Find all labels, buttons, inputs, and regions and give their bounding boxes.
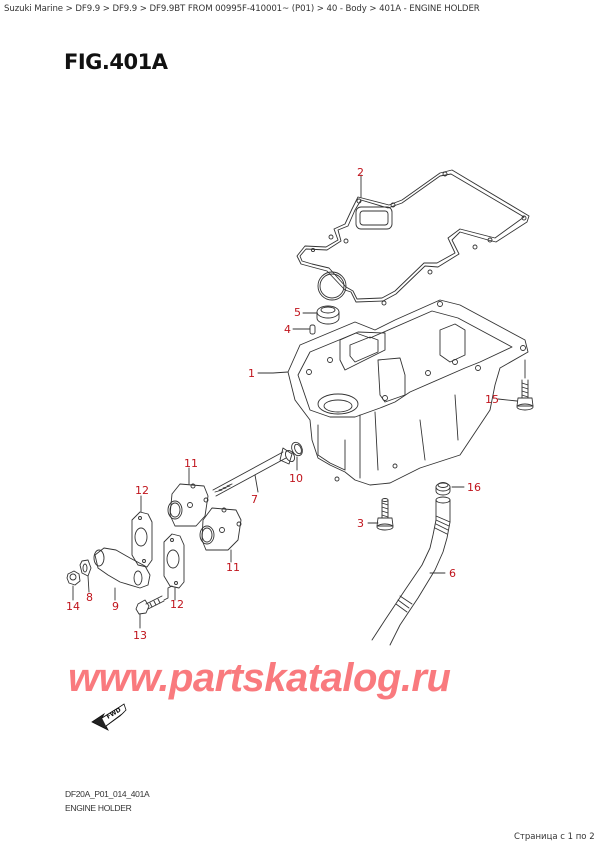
long-bolt-part [212,447,296,497]
fwd-arrow-icon: FWD [91,703,127,731]
bolt-3-part [376,498,394,531]
clamp-part [435,482,451,496]
callout-3[interactable]: 3 [357,517,364,530]
engine-holder-part [287,299,529,486]
callout-12-upper[interactable]: 12 [135,484,149,497]
callout-12-lower[interactable]: 12 [170,598,184,611]
callout-7[interactable]: 7 [251,493,258,506]
callout-11-upper[interactable]: 11 [184,457,198,470]
callout-8[interactable]: 8 [86,591,93,604]
callout-5[interactable]: 5 [294,306,301,319]
figure-title: FIG.401A [64,50,168,74]
breadcrumb[interactable]: Suzuki Marine > DF9.9 > DF9.9 > DF9.9BT … [4,4,480,14]
washer-8-part [79,559,92,593]
bracket-lower-part [199,507,242,563]
callout-10[interactable]: 10 [289,472,303,485]
plate-lower-part [163,533,185,601]
figure-code: DF20A_P01_014_401A [65,789,150,799]
nut-part [66,570,81,601]
bracket-upper-part [167,467,209,527]
callout-6[interactable]: 6 [449,567,456,580]
hose-part [371,496,451,646]
bolt-13-part [135,585,173,629]
figure-name: ENGINE HOLDER [65,803,132,813]
callout-2[interactable]: 2 [357,166,364,179]
bracket-9-part [93,547,151,601]
pagination: Страница с 1 по 2 [514,832,595,842]
callout-13[interactable]: 13 [133,629,147,642]
callout-15[interactable]: 15 [485,393,499,406]
leader-lines [257,174,518,574]
pin-part [309,324,316,335]
callout-16[interactable]: 16 [467,481,481,494]
washer-part [291,441,303,471]
plate-upper-part [131,495,153,568]
callout-11-lower[interactable]: 11 [226,561,240,574]
callout-9[interactable]: 9 [112,600,119,613]
bolt-15-part [516,359,534,411]
callout-14[interactable]: 14 [66,600,80,613]
seal-part [316,305,340,325]
callout-1[interactable]: 1 [248,367,255,380]
watermark: www.partskatalog.ru [68,656,451,700]
gasket-part [296,169,530,306]
callout-4[interactable]: 4 [284,323,291,336]
